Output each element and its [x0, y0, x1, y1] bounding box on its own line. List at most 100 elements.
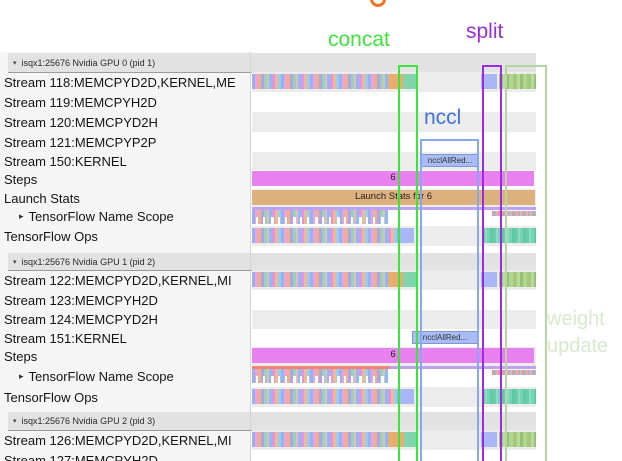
track-row: Stream 151:KERNEL ncclAllRed...: [0, 329, 622, 347]
split-highlight-rect: [482, 65, 502, 461]
expand-arrow-icon[interactable]: ▸: [19, 211, 24, 221]
track-label[interactable]: Stream 126:MEMCPYD2D,KERNEL,MI: [0, 430, 250, 450]
trace-event-teal[interactable]: [404, 432, 417, 447]
trace-event-launch[interactable]: Launch Stats for 6: [252, 190, 535, 205]
track-row: TensorFlow Ops: [0, 387, 622, 407]
track-row: ▸ TensorFlow Name Scope: [0, 366, 622, 387]
track-label[interactable]: Stream 122:MEMCPYD2D,KERNEL,MI: [0, 270, 250, 290]
trace-event-multi[interactable]: [252, 272, 388, 287]
trace-event-peri[interactable]: [400, 389, 414, 404]
track-lane: [252, 290, 536, 310]
track-label-text: Stream 127:MEMCPYH2D: [4, 452, 158, 461]
track-row: Steps 6: [0, 347, 622, 366]
track-row: TensorFlow Ops: [0, 226, 622, 246]
trace-event-thin[interactable]: [252, 207, 536, 210]
track-label[interactable]: Steps: [0, 347, 250, 366]
track-label-text: Stream 121:MEMCPYP2P: [4, 134, 157, 150]
process-header[interactable]: ▾ isqx1:25676 Nvidia GPU 0 (pid 1): [8, 53, 536, 73]
track-label-text: Steps: [4, 172, 38, 187]
trace-event-greenband[interactable]: [499, 272, 536, 287]
track-label[interactable]: ▸ TensorFlow Name Scope: [0, 207, 250, 226]
trace-event-thinsalmon[interactable]: [252, 366, 390, 369]
trace-event-tealband[interactable]: [482, 389, 536, 404]
track-row: Stream 119:MEMCPYH2D: [0, 92, 622, 112]
trace-event-thin[interactable]: [390, 366, 536, 369]
nccl-annotation-label: nccl: [424, 106, 462, 129]
track-label-text: Stream 123:MEMCPYH2D: [4, 292, 158, 308]
trace-event-teal[interactable]: [403, 74, 416, 89]
weight-update-highlight-rect: [505, 65, 547, 461]
process-header-label: isqx1:25676 Nvidia GPU 2 (pid 3): [21, 416, 156, 426]
track-lane: [252, 132, 536, 152]
trace-event-multi[interactable]: [252, 432, 388, 447]
track-label-text: TensorFlow Name Scope: [28, 369, 174, 384]
track-row: Stream 121:MEMCPYP2P: [0, 132, 622, 152]
weight-update-line1: weight: [547, 308, 605, 330]
expand-arrow-icon[interactable]: ▸: [19, 371, 24, 381]
track-row: Stream 122:MEMCPYD2D,KERNEL,MI: [0, 270, 622, 290]
track-row: Stream 120:MEMCPYD2H: [0, 112, 622, 132]
trace-event-multi[interactable]: [252, 228, 400, 243]
trace-event-teal[interactable]: [403, 272, 416, 287]
trace-event-label: Launch Stats for 6: [354, 191, 433, 202]
track-label[interactable]: TensorFlow Ops: [0, 226, 250, 246]
column-divider: [250, 52, 251, 461]
trace-event-multi[interactable]: [252, 74, 388, 89]
trace-event-orange[interactable]: [388, 432, 404, 447]
track-label[interactable]: Steps: [0, 170, 250, 189]
track-label[interactable]: Stream 151:KERNEL: [0, 329, 250, 347]
trace-event-peri[interactable]: [481, 272, 497, 287]
track-label[interactable]: Stream 119:MEMCPYH2D: [0, 92, 250, 112]
track-label-text: Stream 120:MEMCPYD2H: [4, 114, 158, 130]
trace-event-steps[interactable]: 6: [252, 348, 534, 363]
trace-event-steps[interactable]: 6: [252, 171, 534, 186]
track-label-text: Stream 126:MEMCPYD2D,KERNEL,MI: [4, 432, 232, 448]
trace-event-ncclbar[interactable]: ncclAllRed...: [412, 331, 478, 344]
track-lane: [252, 92, 536, 112]
weight-update-annotation-label: weight update: [547, 306, 608, 360]
trace-event-mini[interactable]: [492, 211, 536, 216]
trace-event-greenband[interactable]: [499, 432, 536, 447]
track-label-text: Stream 124:MEMCPYD2H: [4, 312, 158, 327]
trace-event-ice[interactable]: [252, 210, 388, 224]
trace-event-tealband[interactable]: [482, 228, 536, 243]
split-annotation-label: split: [466, 20, 504, 43]
track-label[interactable]: Stream 150:KERNEL: [0, 152, 250, 170]
track-row: Stream 124:MEMCPYD2H: [0, 310, 622, 329]
trace-event-label: ncclAllRed...: [427, 156, 473, 165]
track-label[interactable]: Stream 120:MEMCPYD2H: [0, 112, 250, 132]
trace-event-peri[interactable]: [400, 228, 414, 243]
trace-event-ice[interactable]: [252, 369, 388, 383]
track-label[interactable]: Stream 118:MEMCPYD2D,KERNEL,ME: [0, 72, 250, 92]
track-label[interactable]: Stream 124:MEMCPYD2H: [0, 310, 250, 329]
track-label-text: Stream 151:KERNEL: [4, 330, 127, 346]
track-label-text: Stream 150:KERNEL: [4, 153, 127, 169]
trace-event-label: 6: [390, 349, 396, 360]
weight-update-line2: update: [547, 335, 609, 357]
track-label-text: Stream 119:MEMCPYH2D: [4, 94, 157, 110]
track-label[interactable]: ▸ TensorFlow Name Scope: [0, 366, 250, 387]
track-row: Launch Stats Launch Stats for 6: [0, 189, 622, 207]
trace-event-peri[interactable]: [481, 432, 497, 447]
track-row: Stream 127:MEMCPYH2D: [0, 450, 622, 461]
track-label[interactable]: Stream 123:MEMCPYH2D: [0, 290, 250, 310]
track-row: ▸ TensorFlow Name Scope: [0, 207, 622, 226]
track-label[interactable]: TensorFlow Ops: [0, 387, 250, 407]
collapse-triangle-icon[interactable]: ▾: [13, 59, 17, 67]
track-label-text: TensorFlow Name Scope: [28, 209, 174, 224]
trace-event-peri[interactable]: [481, 74, 497, 89]
trace-event-mini[interactable]: [492, 370, 536, 375]
track-label[interactable]: Launch Stats: [0, 189, 250, 207]
trace-event-multi[interactable]: [252, 389, 400, 404]
collapse-triangle-icon[interactable]: ▾: [13, 258, 17, 266]
trace-event-greenband[interactable]: [499, 74, 536, 89]
process-header-label: isqx1:25676 Nvidia GPU 0 (pid 1): [21, 57, 156, 68]
track-lane: [252, 450, 536, 461]
collapse-triangle-icon[interactable]: ▾: [13, 418, 17, 425]
track-label[interactable]: Stream 121:MEMCPYP2P: [0, 132, 250, 152]
track-lane: [252, 310, 536, 329]
track-label-text: Steps: [4, 349, 38, 364]
track-label-text: Stream 122:MEMCPYD2D,KERNEL,MI: [4, 272, 232, 288]
track-label[interactable]: Stream 127:MEMCPYH2D: [0, 450, 250, 461]
